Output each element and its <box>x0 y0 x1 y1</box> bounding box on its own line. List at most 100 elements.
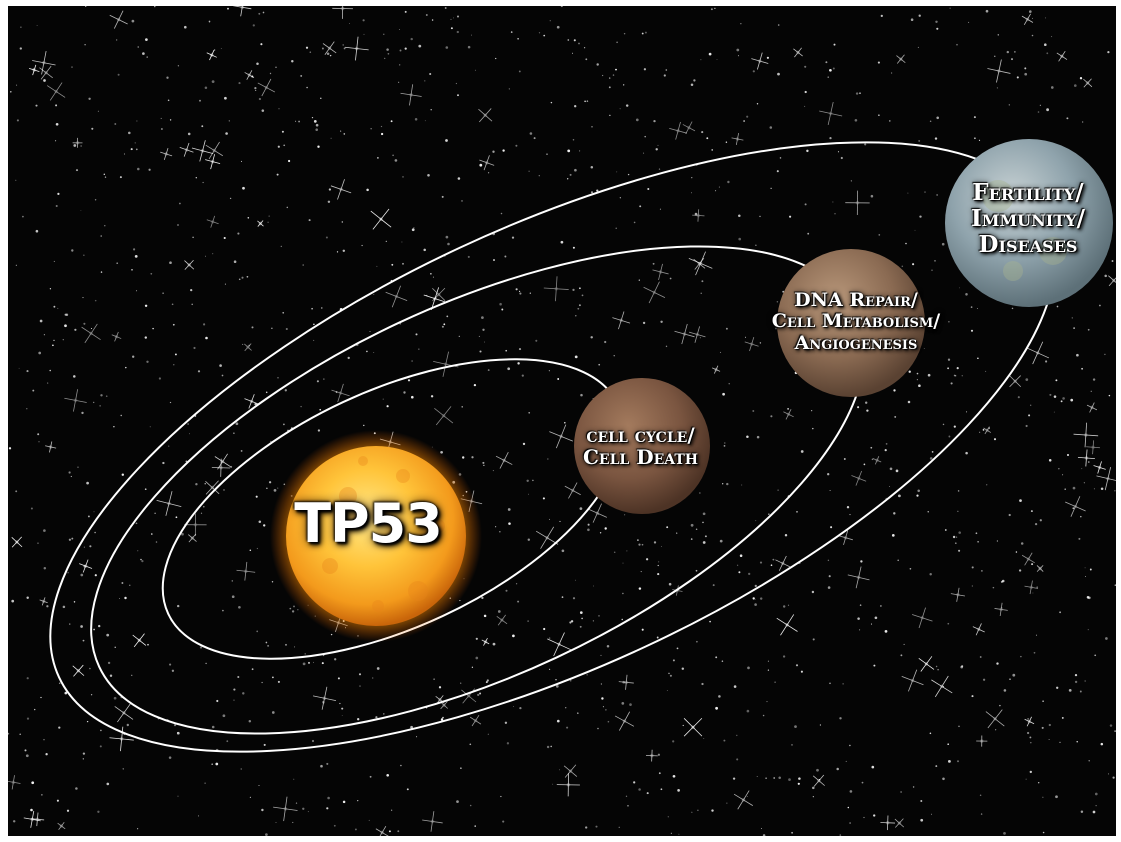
star-dot <box>302 264 304 266</box>
star-dot <box>10 91 12 93</box>
star-dot <box>741 484 743 486</box>
star-dot <box>560 6 563 8</box>
star-dot <box>482 328 485 331</box>
star-dot <box>508 522 511 525</box>
star-sparkle <box>674 323 695 345</box>
star-sparkle <box>775 555 791 571</box>
star-dot <box>173 364 175 366</box>
star-dot <box>552 783 554 785</box>
star-dot <box>656 636 659 639</box>
star-dot <box>1056 305 1059 308</box>
star-dot <box>690 83 694 86</box>
star-dot <box>285 643 287 646</box>
star-dot <box>284 389 287 392</box>
star-dot <box>1046 52 1049 55</box>
star-dot <box>569 173 572 176</box>
star-dot <box>712 584 715 587</box>
star-dot <box>162 292 164 294</box>
star-dot <box>179 202 181 205</box>
star-dot <box>510 31 513 33</box>
star-dot <box>766 701 768 703</box>
star-dot <box>383 713 385 715</box>
star-dot <box>574 105 577 108</box>
star-dot <box>86 481 89 485</box>
star-dot <box>971 585 973 587</box>
star-sparkle <box>731 133 744 145</box>
star-sparkle <box>547 632 571 657</box>
star-sparkle <box>244 394 259 409</box>
star-sparkle <box>556 773 580 797</box>
star-dot <box>526 479 529 483</box>
star-dot <box>857 617 860 620</box>
star-dot <box>280 245 282 248</box>
star-dot <box>767 660 769 662</box>
star-dot <box>957 510 959 512</box>
star-sparkle <box>257 78 276 97</box>
star-dot <box>198 815 200 817</box>
star-sparkle <box>11 536 23 548</box>
star-dot <box>1017 396 1020 399</box>
star-dot <box>953 374 956 377</box>
star-dot <box>736 734 738 737</box>
star-dot <box>265 641 268 644</box>
star-dot <box>327 200 331 204</box>
star-dot <box>413 227 415 229</box>
star-dot <box>912 263 915 266</box>
star-dot <box>593 585 594 587</box>
star-dot <box>947 367 949 370</box>
star-dot <box>176 731 180 735</box>
star-dot <box>779 157 782 159</box>
star-sparkle <box>322 41 337 56</box>
star-dot <box>812 427 814 430</box>
star-dot <box>659 208 661 210</box>
star-dot <box>956 43 958 46</box>
star-dot <box>854 118 858 122</box>
star-dot <box>606 644 610 648</box>
star-dot <box>114 646 116 648</box>
star-dot <box>570 620 574 623</box>
star-dot <box>585 58 588 61</box>
star-dot <box>230 465 233 468</box>
star-dot <box>1016 76 1019 79</box>
star-dot <box>294 646 296 648</box>
star-dot <box>723 739 726 742</box>
star-sparkle <box>1026 341 1050 365</box>
star-dot <box>445 235 449 239</box>
star-dot <box>424 80 426 82</box>
star-dot <box>456 30 459 34</box>
star-dot <box>640 571 642 573</box>
star-dot <box>492 470 494 472</box>
star-dot <box>289 607 292 610</box>
star-dot <box>433 678 435 680</box>
star-dot <box>1088 461 1090 463</box>
star-dot <box>929 120 932 122</box>
star-dot <box>1024 72 1028 76</box>
star-dot <box>773 777 776 779</box>
star-dot <box>487 172 490 174</box>
star-dot <box>160 117 162 119</box>
star-dot <box>57 307 59 309</box>
star-sparkle <box>618 674 634 690</box>
star-dot <box>947 358 951 361</box>
star-dot <box>457 177 461 180</box>
star-dot <box>1006 50 1009 54</box>
star-dot <box>479 350 482 353</box>
star-dot <box>256 547 259 550</box>
star-dot <box>726 802 728 804</box>
star-dot <box>612 74 615 76</box>
star-dot <box>175 516 178 519</box>
star-dot <box>340 130 342 132</box>
star-dot <box>169 261 172 265</box>
star-dot <box>560 240 564 244</box>
star-sparkle <box>156 491 182 516</box>
star-dot <box>624 514 626 516</box>
star-dot <box>505 349 508 352</box>
star-dot <box>467 255 470 258</box>
star-dot <box>204 483 206 485</box>
star-dot <box>920 818 924 822</box>
star-dot <box>418 44 422 48</box>
star-dot <box>1011 58 1013 61</box>
star-dot <box>158 377 162 380</box>
star-sparkle <box>1086 440 1101 455</box>
star-dot <box>908 370 911 373</box>
